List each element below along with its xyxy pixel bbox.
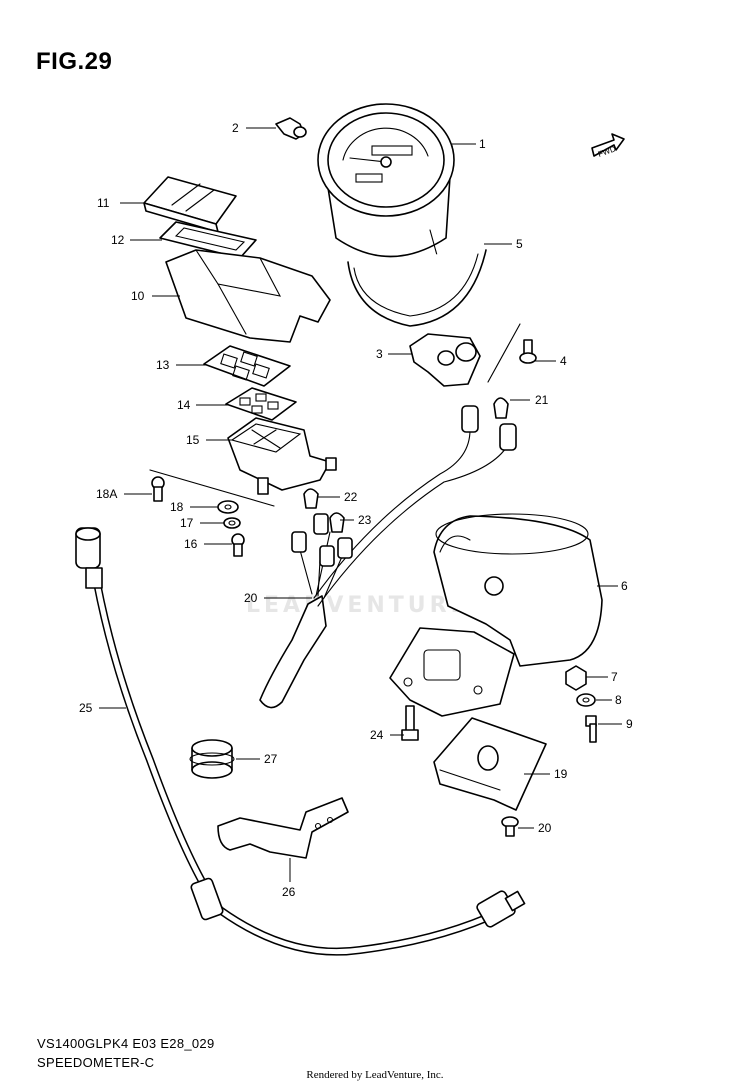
callout-21: 20 — [244, 591, 258, 605]
part-14-plate — [225, 387, 297, 421]
render-credit: Rendered by LeadVenture, Inc. — [306, 1069, 444, 1081]
part-18a-screw — [151, 476, 165, 502]
callout-2: 2 — [232, 121, 239, 135]
part-13-lens — [203, 345, 291, 387]
callout-26: 26 — [282, 885, 296, 899]
callout-9: 9 — [626, 717, 633, 731]
fwd-arrow-icon: FWD — [591, 133, 625, 159]
part-22-bulb — [493, 397, 509, 419]
callout-5: 5 — [516, 237, 523, 251]
figure-code: VS1400GLPK4 E03 E28_029 — [37, 1036, 215, 1051]
callout-8: 8 — [615, 693, 622, 707]
callout-16: 16 — [184, 537, 198, 551]
part-3-sensor — [409, 333, 481, 387]
assembly-line — [149, 469, 275, 507]
part-2-bulb-socket — [275, 117, 307, 140]
part-7-nut — [565, 665, 587, 691]
case-bracket — [389, 627, 515, 717]
callout-19: 19 — [554, 767, 568, 781]
part-6-case — [433, 513, 603, 667]
callout-17: 17 — [180, 516, 194, 530]
callout-6: 6 — [621, 579, 628, 593]
callout-25: 25 — [79, 701, 93, 715]
part-20-screw — [501, 816, 519, 837]
part-27-grommet — [189, 739, 235, 779]
watermark: LEADVENTURE — [246, 593, 470, 618]
part-18-washer — [217, 500, 239, 514]
callout-4: 4 — [560, 354, 567, 368]
callout-22: 21 — [535, 393, 549, 407]
part-23-bulb-lower — [329, 512, 345, 533]
callout-13: 13 — [156, 358, 170, 372]
leader-lines — [99, 127, 622, 882]
callout-7: 7 — [611, 670, 618, 684]
part-9-bolt — [585, 715, 597, 743]
callout-3: 3 — [376, 347, 383, 361]
callout-12: 12 — [111, 233, 125, 247]
part-17-washer — [223, 517, 241, 529]
callout-1: 1 — [479, 137, 486, 151]
callout-18a: 18A — [96, 487, 117, 501]
part-8-washer — [576, 693, 596, 707]
callout-23-lower: 23 — [358, 513, 372, 527]
part-25-cable — [75, 527, 526, 956]
part-21-harness — [259, 405, 517, 709]
part-10-housing — [165, 249, 331, 343]
callout-14: 14 — [177, 398, 191, 412]
callout-27: 27 — [264, 752, 278, 766]
callout-labels: 2 1 11 12 5 10 3 4 13 21 14 15 18A 22 18… — [79, 121, 633, 899]
figure-name: SPEEDOMETER-C — [37, 1055, 155, 1070]
callout-20: 20 — [538, 821, 552, 835]
part-1-speedometer — [317, 103, 455, 267]
callout-10: 10 — [131, 289, 145, 303]
callout-23-upper: 22 — [344, 490, 358, 504]
part-23-bulb-upper — [303, 488, 319, 509]
part-11-cover — [143, 176, 237, 233]
part-26-clamp — [217, 797, 349, 859]
part-24-bolt — [401, 705, 419, 741]
callout-18: 18 — [170, 500, 184, 514]
part-5-ring — [347, 249, 487, 327]
callout-11: 11 — [97, 196, 110, 210]
callout-24: 24 — [370, 728, 384, 742]
callout-15: 15 — [186, 433, 200, 447]
part-4-screw — [487, 323, 537, 383]
part-19-bracket — [433, 717, 547, 811]
part-16-screw — [231, 533, 245, 557]
part-12-gasket — [159, 221, 257, 259]
part-15-case — [227, 417, 337, 495]
figure-title: FIG.29 — [36, 48, 113, 75]
